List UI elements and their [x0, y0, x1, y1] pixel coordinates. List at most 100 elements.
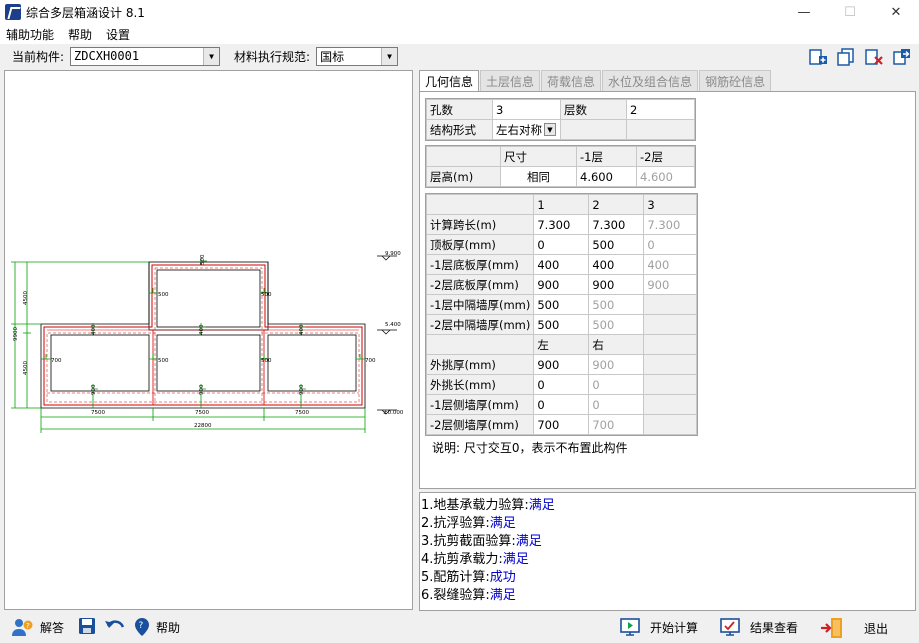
grid-cell[interactable]: 0 — [533, 374, 590, 395]
grid-cell[interactable]: 500 — [588, 234, 645, 255]
svg-text:400: 400 — [299, 324, 305, 335]
grid-cell: 900 — [588, 354, 645, 375]
undo-button[interactable] — [104, 617, 132, 635]
grid-cell[interactable]: 900 — [533, 274, 590, 295]
window-title: 综合多层箱涵设计 8.1 — [26, 5, 145, 20]
grid-cell: 尺寸 — [500, 146, 577, 167]
result-label: 6.裂缝验算: — [421, 587, 490, 603]
svg-text:500: 500 — [158, 292, 169, 298]
answer-button[interactable]: ? 解答 — [12, 617, 64, 637]
spec-select[interactable]: 国标 ▼ — [316, 46, 399, 66]
grid-cell — [425, 334, 535, 355]
help-button[interactable]: ? 帮助 — [134, 617, 180, 637]
tab-load[interactable]: 荷载信息 — [541, 70, 602, 91]
tab-geometry[interactable]: 几何信息 — [419, 70, 480, 92]
grid-cell: 4.600 — [636, 166, 695, 187]
view-results-button[interactable]: 结果查看 — [720, 617, 798, 637]
grid-cell: 900 — [643, 274, 698, 295]
grid-cell: -1层底板厚(mm) — [425, 254, 535, 275]
grid-cell[interactable]: 0 — [533, 394, 590, 415]
svg-text:500: 500 — [200, 254, 206, 265]
table-row: -2层中隔墙厚(mm) 500 500 — [425, 314, 698, 335]
grid-cell[interactable]: 500 — [533, 314, 590, 335]
grid-cell[interactable]: 相同 — [500, 166, 577, 187]
results-panel[interactable]: 1.地基承载力验算:满足 2.抗浮验算:满足 3.抗剪截面验算:满足 4.抗剪承… — [419, 492, 916, 611]
table-row: -2层侧墙厚(mm) 700 700 — [425, 414, 698, 435]
chevron-down-icon[interactable]: ▼ — [381, 47, 398, 65]
export-component-icon[interactable] — [891, 46, 913, 68]
grid-cell: 0 — [588, 374, 645, 395]
grid-cell[interactable]: 700 — [533, 414, 590, 435]
chevron-down-icon[interactable]: ▼ — [203, 47, 220, 65]
grid-cell[interactable]: 2 — [626, 99, 695, 120]
grid-cell[interactable]: 0 — [533, 234, 590, 255]
structure-type-select[interactable]: 左右对称▼ — [492, 119, 561, 140]
table-row: 外挑长(mm) 0 0 — [425, 374, 698, 395]
answer-label: 解答 — [40, 620, 65, 635]
grid-cell — [643, 334, 698, 355]
section-drawing: 500 500 500 400 400 400 700 500 500 700 … — [11, 251, 404, 433]
close-button[interactable]: ✕ — [890, 4, 902, 20]
grid-cell[interactable]: 400 — [588, 254, 645, 275]
result-label: 1.地基承载力验算: — [421, 497, 529, 513]
svg-text:?: ? — [26, 622, 30, 630]
menu-help[interactable]: 帮助 — [68, 27, 93, 42]
result-status: 满足 — [515, 533, 542, 549]
table-row: -1层底板厚(mm) 400 400 400 — [425, 254, 698, 275]
result-line: 4.抗剪承载力:满足 — [421, 548, 915, 567]
grid-cell — [643, 414, 698, 435]
table-row: 计算跨长(m) 7.300 7.300 7.300 — [425, 214, 698, 235]
menu-assist[interactable]: 辅助功能 — [6, 27, 55, 42]
grid-cell: 400 — [643, 254, 698, 275]
maximize-button[interactable]: ☐ — [844, 4, 856, 20]
grid-cell[interactable]: 900 — [533, 354, 590, 375]
grid-cell: 结构形式 — [426, 119, 493, 140]
note-text: 说明: 尺寸交互0，表示不布置此构件 — [432, 441, 628, 455]
component-select[interactable]: ZDCXH0001 ▼ — [70, 46, 221, 66]
copy-component-icon[interactable] — [835, 46, 857, 68]
result-line: 3.抗剪截面验算:满足 — [421, 530, 915, 549]
add-component-icon[interactable] — [807, 46, 829, 68]
grid-cell: -1层侧墙厚(mm) — [425, 394, 535, 415]
tab-soil[interactable]: 土层信息 — [480, 70, 541, 91]
exit-button[interactable]: 退出 — [820, 617, 888, 639]
tab-bar: 几何信息 土层信息 荷载信息 水位及组合信息 钢筋砼信息 — [419, 70, 772, 92]
grid-cell: 500 — [588, 294, 645, 315]
save-button[interactable] — [78, 617, 102, 635]
svg-text:900: 900 — [91, 384, 97, 395]
minimize-button[interactable]: — — [797, 4, 811, 20]
grid-cell: -1层 — [576, 146, 637, 167]
tab-rebar-concrete[interactable]: 钢筋砼信息 — [699, 70, 772, 91]
result-line: 6.裂缝验算:满足 — [421, 584, 915, 603]
menu-settings[interactable]: 设置 — [106, 27, 131, 42]
grid-cell[interactable]: 7.300 — [588, 214, 645, 235]
layer-height-grid: 尺寸 -1层 -2层 层高(m) 相同 4.600 4.600 — [425, 145, 696, 188]
save-icon — [79, 618, 95, 634]
svg-text:900: 900 — [199, 384, 205, 395]
chevron-down-icon[interactable]: ▼ — [544, 123, 556, 136]
app-logo-icon — [5, 4, 21, 20]
grid-cell — [425, 194, 535, 215]
grid-cell[interactable]: 900 — [588, 274, 645, 295]
tab-water-combination[interactable]: 水位及组合信息 — [602, 70, 699, 91]
grid-cell[interactable]: 3 — [492, 99, 561, 120]
delete-component-icon[interactable] — [863, 46, 885, 68]
section-drawing-canvas[interactable]: 500 500 500 400 400 400 700 500 500 700 … — [4, 70, 413, 610]
grid-cell[interactable]: 500 — [533, 294, 590, 315]
grid-cell: 1 — [533, 194, 590, 215]
toolbar: 当前构件: ZDCXH0001 ▼ 材料执行规范: 国标 ▼ — [0, 44, 919, 68]
grid-cell: 3 — [643, 194, 698, 215]
grid-cell — [643, 294, 698, 315]
undo-icon — [105, 620, 125, 628]
result-status: 满足 — [489, 515, 516, 531]
table-row: 外挑厚(mm) 900 900 — [425, 354, 698, 375]
grid-cell — [643, 394, 698, 415]
help-label: 帮助 — [156, 620, 181, 635]
grid-cell[interactable]: 4.600 — [576, 166, 637, 187]
grid-cell[interactable]: 400 — [533, 254, 590, 275]
grid-cell[interactable]: 7.300 — [533, 214, 590, 235]
grid-cell — [560, 119, 627, 140]
table-row: 顶板厚(mm) 0 500 0 — [425, 234, 698, 255]
grid-cell: -1层中隔墙厚(mm) — [425, 294, 535, 315]
start-calc-button[interactable]: 开始计算 — [620, 617, 698, 637]
